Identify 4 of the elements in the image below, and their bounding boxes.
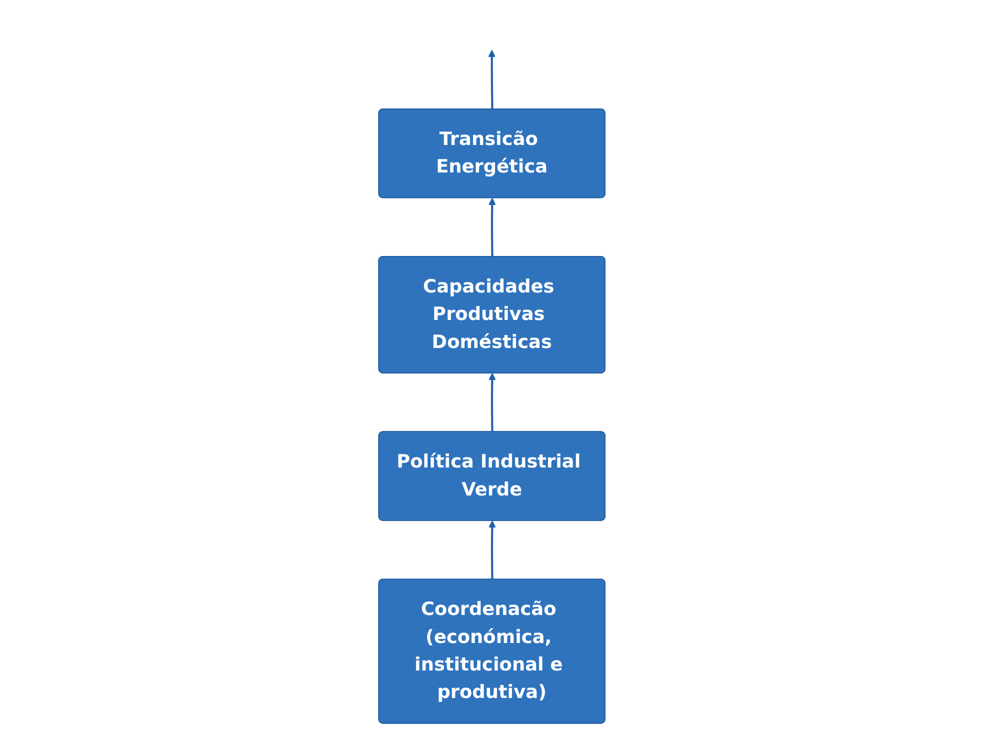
process-box: Coordenacão (económica, institucional e produtiva) <box>378 578 606 724</box>
process-box: Transicão Energética <box>378 108 606 198</box>
process-box: Política Industrial Verde <box>378 431 606 521</box>
process-box: Capacidades Produtivas Domésticas <box>378 256 606 374</box>
